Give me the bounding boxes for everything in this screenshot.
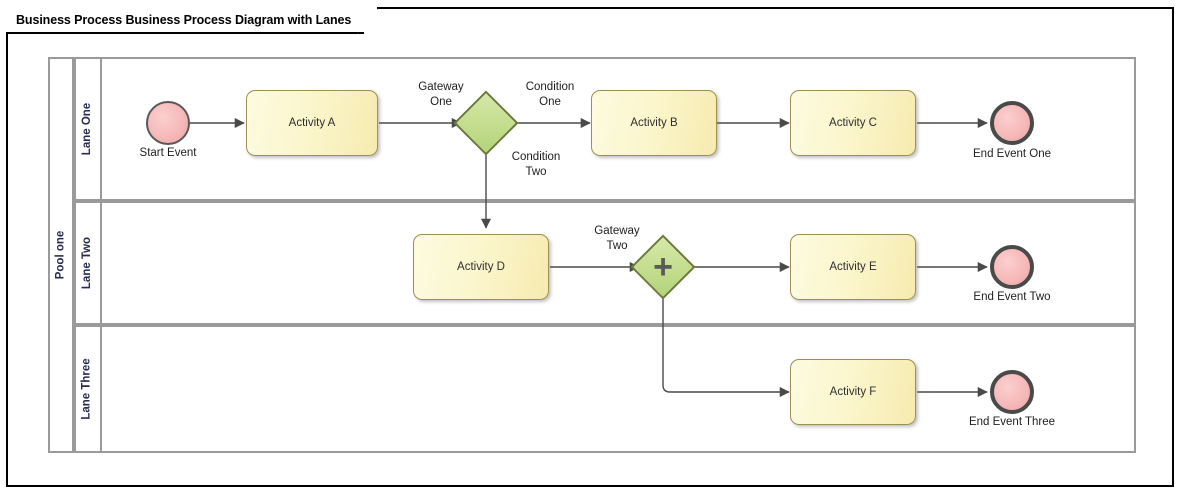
task-activity-d[interactable]: Activity D xyxy=(413,234,549,300)
condition-one-line2: One xyxy=(539,96,561,108)
end-event-two[interactable] xyxy=(990,245,1034,289)
task-activity-f-label: Activity F xyxy=(829,386,877,398)
condition-one-label: Condition One xyxy=(504,80,596,110)
gateway-one-label-line2: One xyxy=(430,96,452,108)
task-activity-f[interactable]: Activity F xyxy=(790,359,916,425)
task-activity-e[interactable]: Activity E xyxy=(790,234,916,300)
end-event-one-label: End Event One xyxy=(973,148,1051,160)
lane-two-label: Lane Two xyxy=(81,236,93,290)
condition-two-label: Condition Two xyxy=(490,150,582,180)
task-activity-d-label: Activity D xyxy=(457,261,505,273)
lane-three-header[interactable]: Lane Three xyxy=(74,325,102,453)
gateway-two-label-line1: Gateway xyxy=(594,225,640,237)
start-event[interactable] xyxy=(146,101,190,145)
end-event-three[interactable] xyxy=(990,370,1034,414)
task-activity-b-label: Activity B xyxy=(630,117,678,129)
task-activity-c-label: Activity C xyxy=(829,117,877,129)
gateway-two-label-line2: Two xyxy=(606,240,628,252)
task-activity-c[interactable]: Activity C xyxy=(790,90,916,156)
task-activity-a-label: Activity A xyxy=(288,117,336,129)
lane-three-label: Lane Three xyxy=(81,358,94,420)
diagram-title-tab[interactable]: Business Process Business Process Diagra… xyxy=(6,7,379,34)
end-event-two-label: End Event Two xyxy=(973,291,1051,303)
task-activity-a[interactable]: Activity A xyxy=(246,90,378,156)
condition-two-line1: Condition xyxy=(511,151,561,163)
end-event-one[interactable] xyxy=(990,101,1034,145)
start-event-label: Start Event xyxy=(139,147,197,159)
lane-two-header[interactable]: Lane Two xyxy=(74,201,102,325)
condition-two-line2: Two xyxy=(525,166,547,178)
gateway-one-label: Gateway One xyxy=(396,80,486,110)
lane-two[interactable] xyxy=(74,201,1136,325)
gateway-two-label: Gateway Two xyxy=(572,224,662,254)
frame-border xyxy=(6,7,1174,487)
gateway-one-label-line1: Gateway xyxy=(418,81,464,93)
condition-one-line1: Condition xyxy=(525,81,575,93)
task-activity-b[interactable]: Activity B xyxy=(591,90,717,156)
page-title: Business Process Business Process Diagra… xyxy=(16,12,352,27)
lane-one-header[interactable]: Lane One xyxy=(74,57,102,201)
lane-three[interactable] xyxy=(74,325,1136,453)
lane-one-label: Lane One xyxy=(81,102,93,156)
task-activity-e-label: Activity E xyxy=(829,261,877,273)
end-event-three-label: End Event Three xyxy=(968,416,1056,428)
pool-header[interactable]: Pool one xyxy=(48,57,74,453)
pool-label: Pool one xyxy=(54,230,66,280)
